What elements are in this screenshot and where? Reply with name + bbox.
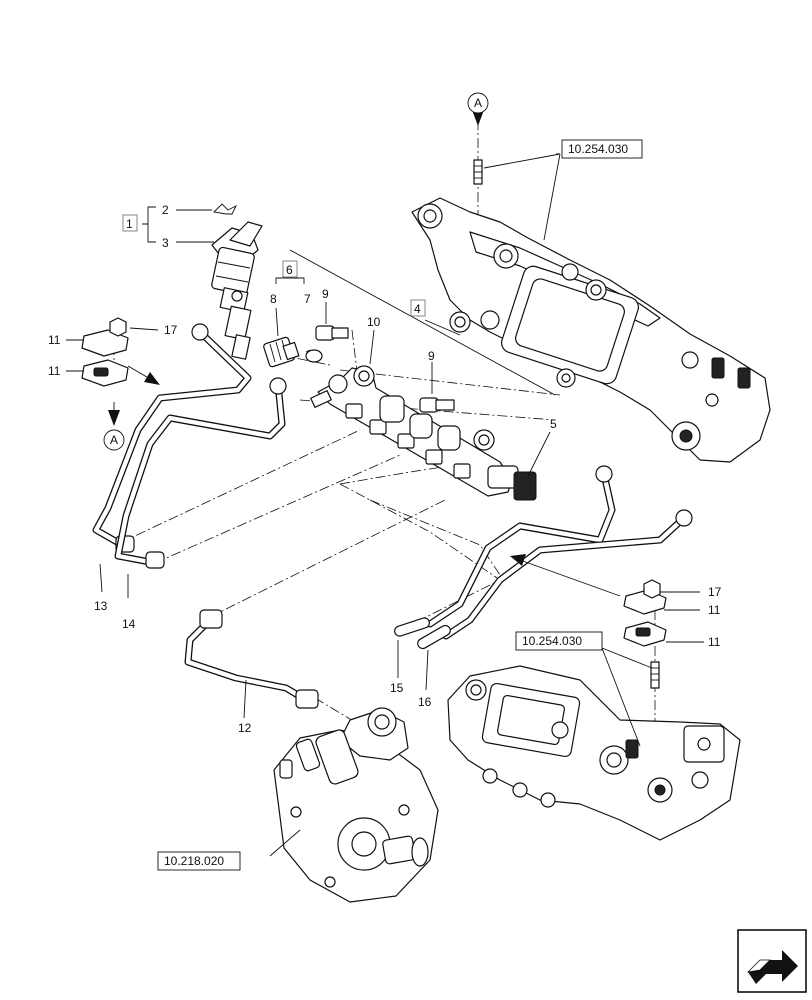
rail-outlets xyxy=(345,395,471,479)
high-pressure-pipe-12 xyxy=(184,609,319,709)
banjo-bolt-lower xyxy=(419,397,455,413)
next-page-arrow-icon[interactable] xyxy=(737,929,807,993)
leader-lines xyxy=(66,153,704,857)
view-markers: A A xyxy=(103,92,489,451)
injector-clip xyxy=(213,203,238,215)
fuel-injector xyxy=(211,221,263,360)
high-pressure-pump xyxy=(273,707,439,903)
callout-6: 6 xyxy=(286,263,293,277)
callout-12: 12 xyxy=(238,721,252,735)
callout-16: 16 xyxy=(418,695,432,709)
reference-pump: 10.218.020 xyxy=(164,854,224,868)
marker-a-top: A xyxy=(474,96,482,110)
callout-9-lower: 9 xyxy=(428,349,435,363)
callouts: 1 2 3 4 5 6 7 8 9 9 10 11 11 11 11 12 13… xyxy=(48,203,722,735)
callout-11-c: 11 xyxy=(708,603,721,617)
reference-top: 10.254.030 xyxy=(568,142,628,156)
callout-8: 8 xyxy=(270,292,277,306)
callout-10: 10 xyxy=(367,315,381,329)
o-ring xyxy=(305,349,323,363)
pipe-clamp-right xyxy=(623,579,667,647)
marker-a-left: A xyxy=(110,433,118,447)
callout-17-a: 17 xyxy=(164,323,178,337)
callout-4: 4 xyxy=(414,302,421,316)
callout-2: 2 xyxy=(162,203,169,217)
callout-13: 13 xyxy=(94,599,108,613)
callout-7: 7 xyxy=(304,292,311,306)
callout-14: 14 xyxy=(122,617,136,631)
callout-15: 15 xyxy=(390,681,404,695)
callout-9-upper: 9 xyxy=(322,287,329,301)
injection-pipe-16 xyxy=(417,509,693,650)
rail-pressure-sensor xyxy=(487,465,537,501)
callout-1: 1 xyxy=(126,217,133,231)
intake-manifold xyxy=(411,197,771,463)
callout-11-b: 11 xyxy=(48,364,61,378)
common-rail xyxy=(310,365,537,501)
direction-arrows xyxy=(108,110,621,597)
injection-pipe-15 xyxy=(394,465,616,637)
stud-mid xyxy=(650,661,660,689)
callout-17-b: 17 xyxy=(708,585,722,599)
callout-5: 5 xyxy=(550,417,557,431)
callout-3: 3 xyxy=(162,236,169,250)
injection-pipe-14 xyxy=(114,377,287,569)
callout-11-d: 11 xyxy=(708,635,721,649)
lower-housing xyxy=(447,665,741,841)
reference-mid: 10.254.030 xyxy=(522,634,582,648)
callout-11-a: 11 xyxy=(48,333,61,347)
reference-boxes: 10.254.030 10.254.030 10.218.020 xyxy=(157,139,643,871)
pressure-relief-valve xyxy=(263,336,300,368)
pipe-clamp-left xyxy=(81,317,129,387)
banjo-bolt-upper xyxy=(315,325,349,341)
stud-top xyxy=(473,159,483,185)
